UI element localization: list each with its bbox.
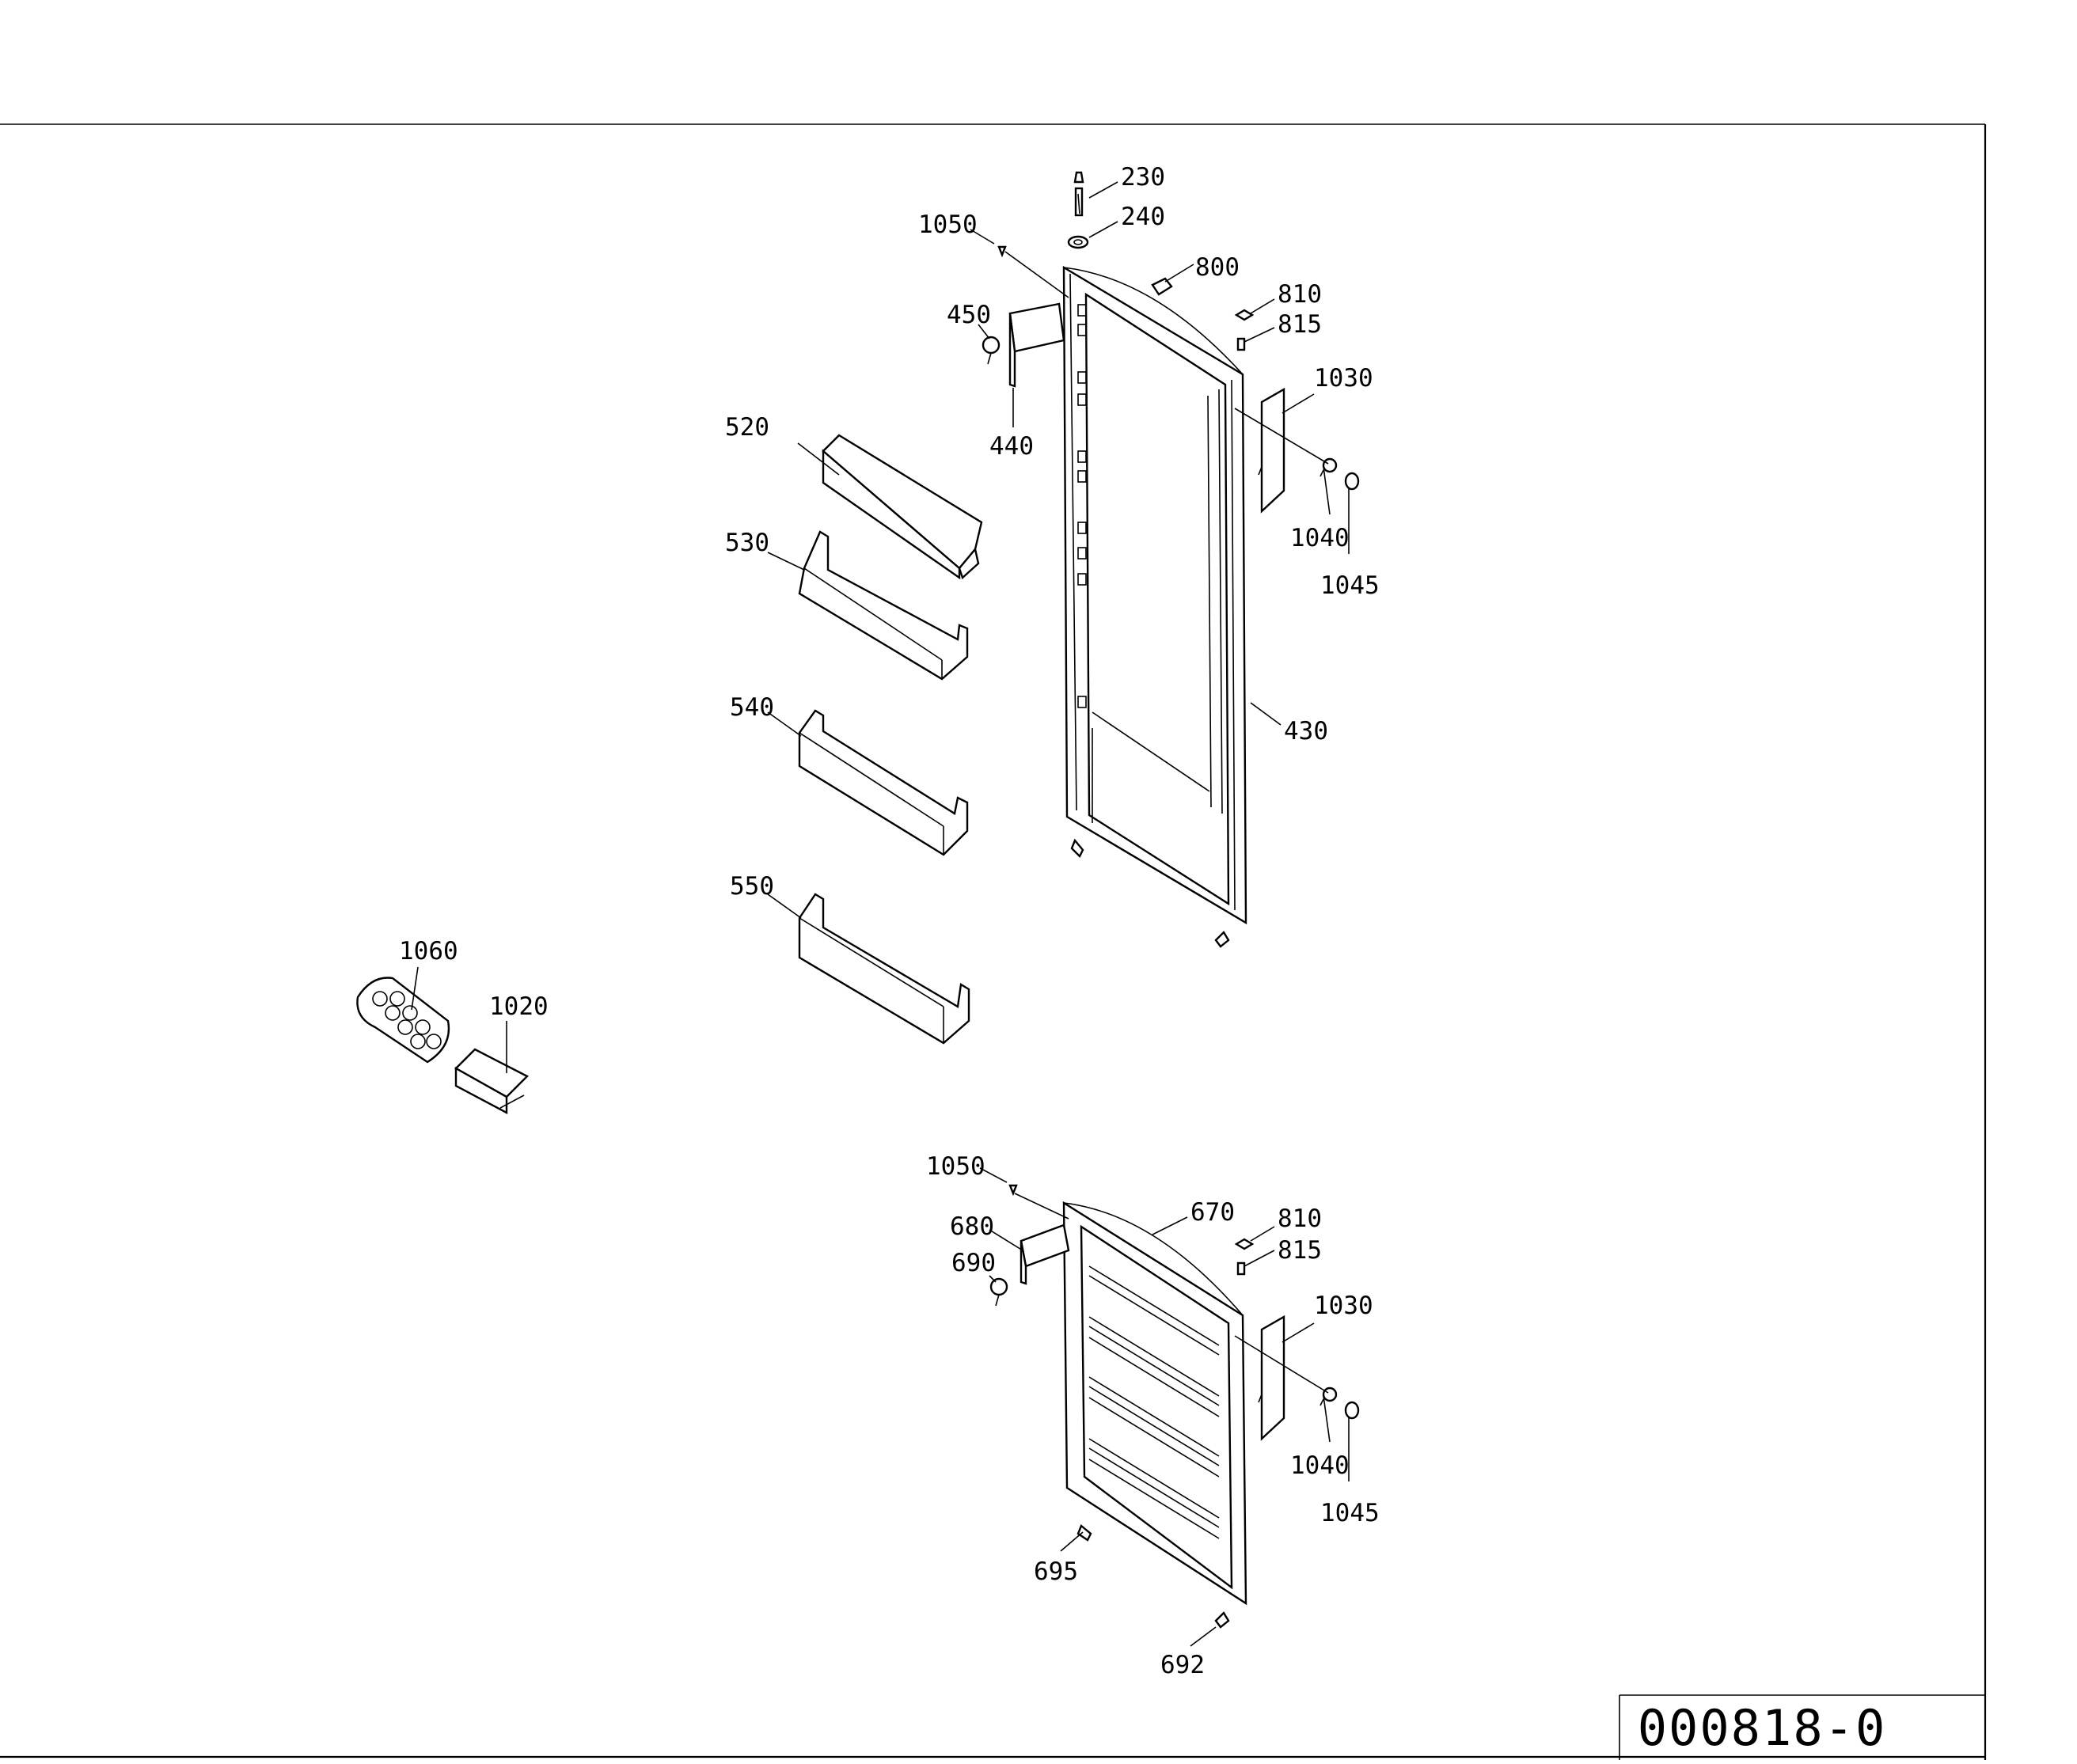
handle-680 (1020, 1223, 1070, 1285)
callout-240: 240 (1121, 203, 1165, 231)
callout-1020: 1020 (489, 992, 549, 1021)
screw-1040-lower (1319, 1387, 1338, 1406)
leader-lines (411, 181, 1350, 1647)
callout-810-lower: 810 (1278, 1204, 1322, 1233)
lower-door-shelf-rails (1088, 1265, 1220, 1539)
callout-440: 440 (989, 432, 1034, 461)
screw-1040-upper (1319, 457, 1338, 477)
drawing-frame (0, 123, 1987, 1760)
callout-815: 815 (1278, 310, 1322, 339)
hinge-692 (1214, 1611, 1230, 1629)
hinge-cover-1030-lower (1258, 1314, 1285, 1441)
ice-tray-1020 (454, 1048, 530, 1114)
callout-810: 810 (1278, 280, 1322, 309)
upper-door-shelf-pegs (1077, 304, 1087, 708)
screw-1050-lower (1008, 1184, 1018, 1197)
upper-door-callouts: 230 240 1050 800 810 815 450 1030 440 52… (725, 163, 1380, 901)
screw-1050-upper (997, 245, 1007, 258)
callout-690: 690 (951, 1249, 996, 1277)
callout-1060: 1060 (399, 937, 458, 965)
egg-tray-1060 (356, 977, 450, 1064)
callout-670: 670 (1190, 1198, 1235, 1227)
callout-680: 680 (950, 1212, 994, 1241)
hinge-lower-upperdoor (1070, 838, 1230, 948)
callout-695: 695 (1034, 1557, 1078, 1586)
hinge-cover-1030-upper (1258, 387, 1285, 514)
callout-815-lower: 815 (1278, 1236, 1322, 1265)
callout-1050-lower: 1050 (926, 1152, 985, 1181)
callout-1040: 1040 (1290, 524, 1350, 552)
callout-692: 692 (1160, 1651, 1205, 1679)
balcony-530 (798, 530, 969, 681)
callout-1030-lower: 1030 (1314, 1292, 1373, 1320)
upper-door-frame (1062, 265, 1247, 925)
cap-1045-upper (1344, 472, 1360, 491)
screw-450 (982, 336, 1001, 365)
screw-815-lower (1236, 1261, 1246, 1276)
hinge-pin-230 (1073, 171, 1084, 217)
callout-230: 230 (1121, 163, 1165, 192)
callout-450: 450 (947, 301, 991, 329)
callout-1040-lower: 1040 (1290, 1451, 1350, 1480)
callout-1050: 1050 (918, 211, 978, 239)
callout-1045-lower: 1045 (1320, 1499, 1380, 1527)
cap-810-upper (1234, 309, 1255, 321)
callout-530: 530 (725, 529, 769, 557)
screw-815-upper (1236, 337, 1246, 351)
drawing-code: 000818-0 (1638, 1699, 1887, 1757)
washer-240 (1067, 235, 1089, 249)
plug-800 (1151, 277, 1173, 296)
balcony-540 (798, 709, 969, 856)
callout-800: 800 (1195, 253, 1240, 282)
lower-door-callouts: 1050 680 670 810 690 815 1030 1040 1045 … (926, 1152, 1380, 1679)
cap-1045-lower (1344, 1401, 1360, 1420)
title-block: 000818-0 (1619, 1694, 1985, 1760)
callout-540: 540 (730, 693, 774, 722)
callout-1030: 1030 (1314, 364, 1373, 393)
balcony-520 (822, 434, 983, 580)
callout-520: 520 (725, 413, 769, 442)
balcony-550 (798, 893, 970, 1045)
accessory-callouts: 1060 1020 (399, 937, 549, 1021)
cap-810-lower (1234, 1238, 1255, 1250)
hinge-695 (1076, 1524, 1092, 1542)
screw-690 (989, 1277, 1008, 1307)
callout-550: 550 (730, 872, 774, 901)
handle-440 (1008, 302, 1065, 388)
lower-door-frame (1062, 1201, 1247, 1606)
callout-1045: 1045 (1320, 571, 1380, 600)
callout-430: 430 (1284, 717, 1328, 745)
